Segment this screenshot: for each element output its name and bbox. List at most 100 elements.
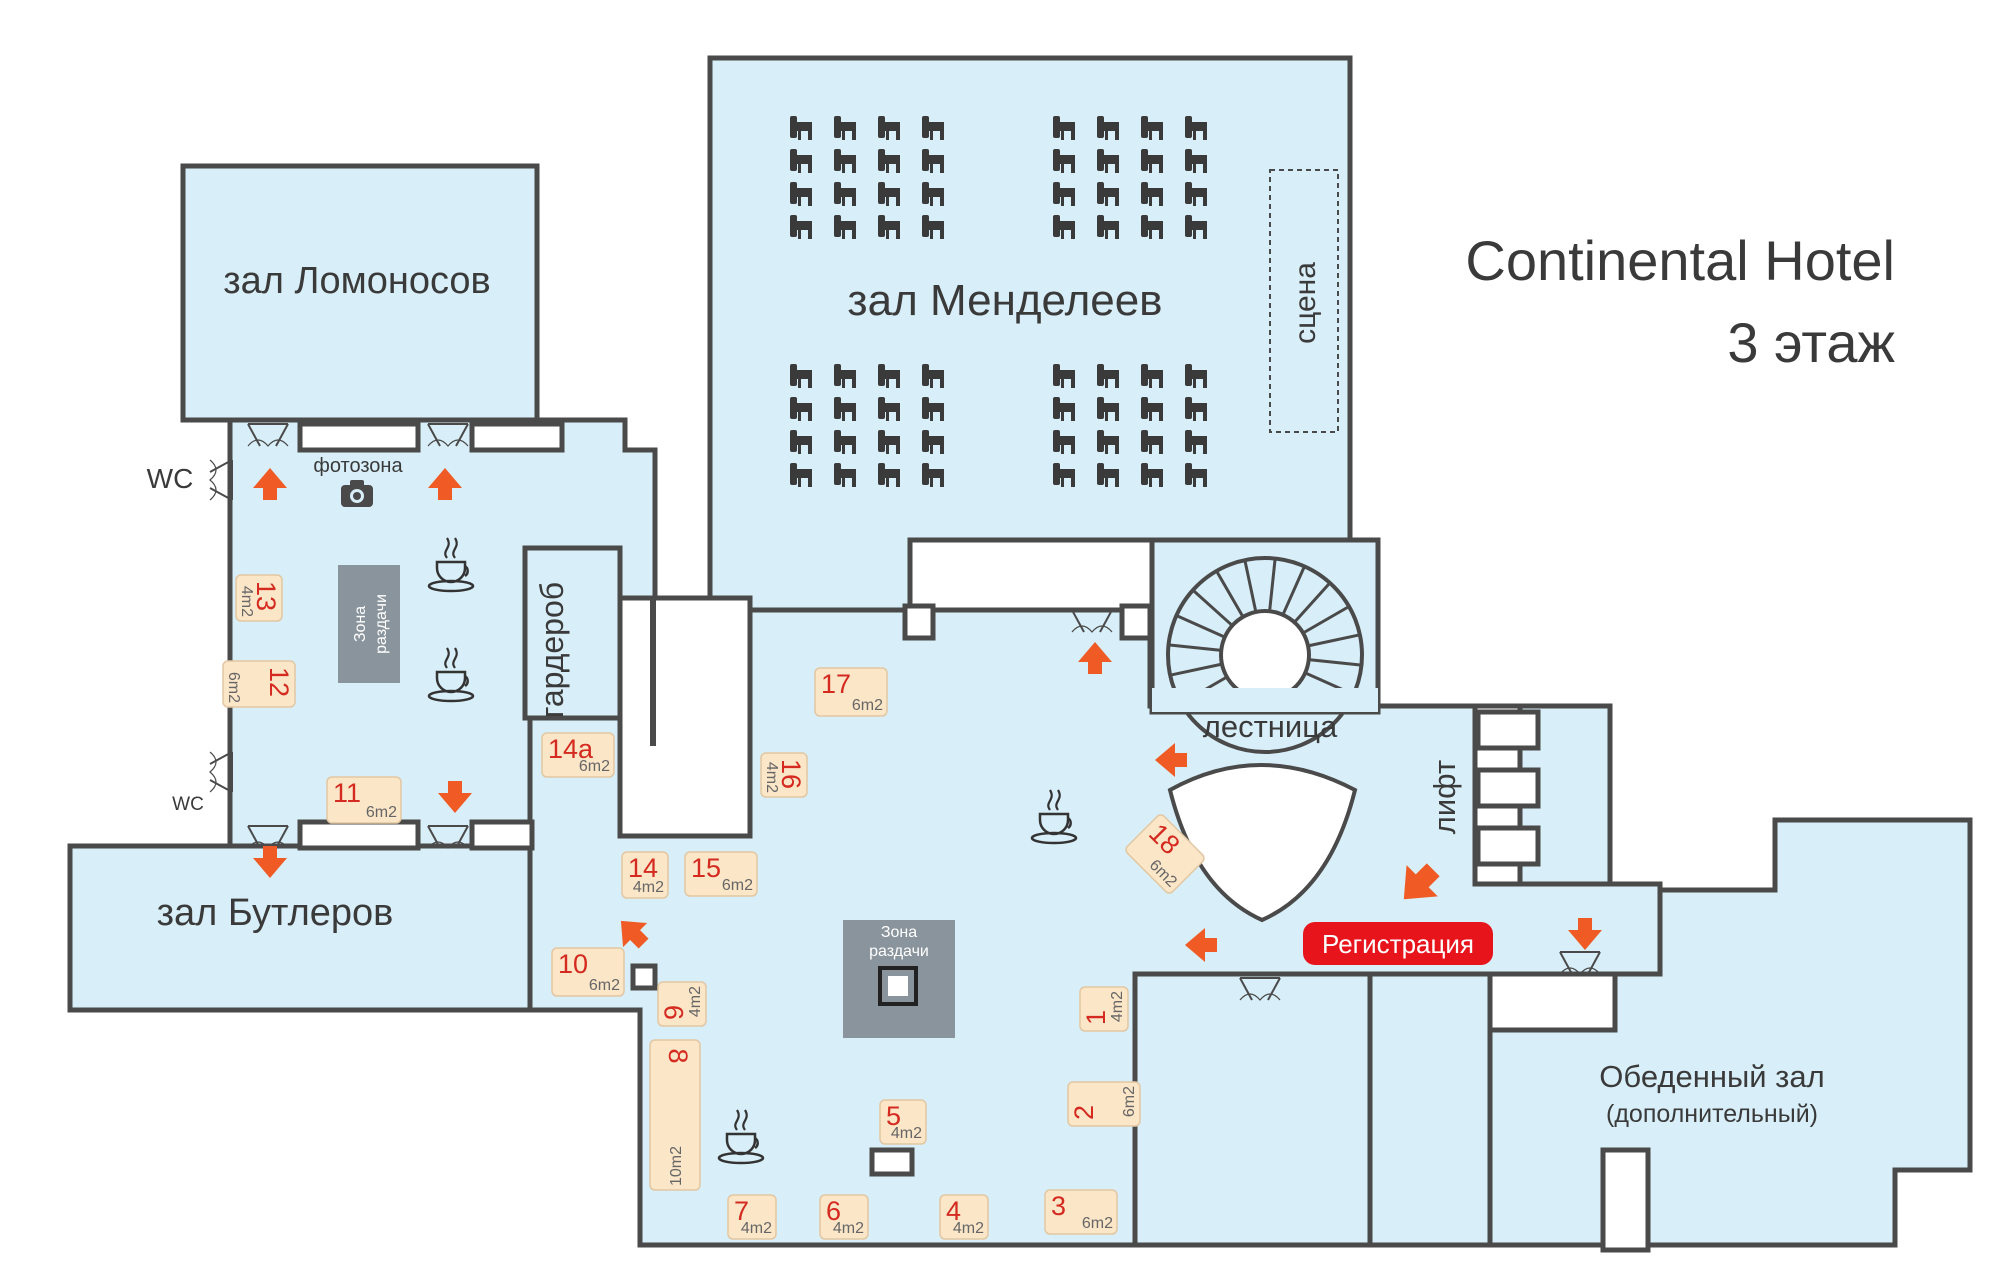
stage-outline: [1269, 169, 1339, 433]
booth-number: 4: [946, 1196, 961, 1226]
camera-icon: [341, 480, 373, 507]
room-dining-label-1: Обеденный зал: [1599, 1059, 1824, 1094]
serving-zone-center-marker: [878, 966, 918, 1006]
booth-box[interactable]: [621, 851, 669, 899]
booth-box[interactable]: [222, 660, 296, 708]
wall-segment: [650, 598, 656, 746]
booth-box[interactable]: [551, 947, 625, 997]
serving-zone-center-marker-inner: [888, 976, 908, 996]
room-mendeleev-label: зал Менделеев: [847, 276, 1162, 325]
booth-box[interactable]: [649, 1039, 701, 1191]
booth-box[interactable]: [1067, 1081, 1141, 1127]
booth-box[interactable]: [1044, 1189, 1118, 1235]
wc-bottom-label: WC: [172, 794, 204, 815]
lift-label: лифт: [1427, 760, 1462, 834]
booth-box[interactable]: [657, 981, 707, 1027]
booth-box[interactable]: [879, 1099, 927, 1145]
booth-area: 4m2: [633, 879, 664, 896]
booth-box[interactable]: [939, 1194, 989, 1240]
serving-zone-center-label-1: Зона: [881, 924, 917, 941]
wall-strip: [1119, 603, 1153, 641]
booth-number: 13: [251, 581, 281, 611]
map-title: Continental Hotel: [1465, 229, 1895, 292]
booth-number: 2: [1069, 1105, 1099, 1120]
booth-area: 4m2: [833, 1220, 864, 1237]
booth-box[interactable]: [326, 776, 402, 824]
registration-badge: [1303, 922, 1493, 965]
room-butlerov-label: зал Бутлеров: [157, 892, 394, 934]
booth-number: 14а: [548, 734, 594, 764]
room-east-middle: [1367, 971, 1493, 1248]
booth-number: 17: [821, 669, 851, 699]
booth-area: 4m2: [763, 762, 780, 793]
booth-number: 15: [691, 853, 721, 883]
wc-top-label: WC: [147, 463, 194, 494]
serving-zone-left-label-2: раздачи: [373, 594, 390, 654]
booth-number: 3: [1051, 1191, 1066, 1221]
booth-area: 6m2: [579, 758, 610, 775]
wall-strip: [297, 421, 421, 453]
wall-strip: [469, 421, 565, 453]
booth-3[interactable]: 3 6m2: [1044, 1189, 1118, 1235]
pillar: [869, 1147, 915, 1177]
booth-box[interactable]: [1079, 986, 1129, 1032]
wardrobe-box: [522, 545, 623, 721]
booth-area: 6m2: [366, 804, 397, 821]
lift-cabin: [1475, 767, 1541, 809]
room-mendeleev: [707, 55, 1353, 613]
booth-area: 6m2: [225, 672, 242, 703]
booth-box[interactable]: [819, 1194, 869, 1240]
booth-number: 14: [628, 853, 658, 883]
pillar: [630, 963, 658, 991]
booth-box[interactable]: [760, 752, 808, 798]
booth-area: 6m2: [1082, 1215, 1113, 1232]
booth-box[interactable]: [541, 732, 615, 778]
booth-2[interactable]: 2 6m2: [1067, 1081, 1141, 1127]
booth-area: 4m2: [1109, 991, 1126, 1022]
room-dining: [1487, 817, 1973, 1248]
booth-number: 6: [826, 1196, 841, 1226]
booth-area: 6m2: [1121, 1086, 1138, 1117]
booth-box[interactable]: [1124, 813, 1206, 895]
booth-box[interactable]: [235, 574, 283, 622]
wall-strip: [902, 603, 936, 641]
booth-area: 4m2: [891, 1125, 922, 1142]
registration-label: Регистрация: [1322, 929, 1474, 959]
elevator-shaft-block: [617, 595, 753, 839]
room-lomonosov-label: зал Ломоносов: [223, 260, 490, 302]
photozone-label: фотозона: [313, 455, 403, 477]
stairs-label: лестница: [1203, 709, 1338, 744]
booth-box[interactable]: [727, 1194, 777, 1240]
booth-box[interactable]: [814, 667, 888, 717]
booth-number: 8: [663, 1048, 693, 1063]
wardrobe-label: гардероб: [534, 582, 570, 718]
booth-area: 4m2: [953, 1220, 984, 1237]
serving-zone-left-label-1: Зона: [352, 606, 369, 642]
serving-zone-left: [338, 565, 400, 683]
lift-cabin: [1475, 709, 1541, 751]
room-east-lower: [1132, 971, 1373, 1248]
booth-area: 6m2: [722, 877, 753, 894]
booth-box[interactable]: [684, 851, 758, 897]
wall-strip: [469, 819, 535, 851]
booth-area: 4m2: [238, 586, 255, 617]
